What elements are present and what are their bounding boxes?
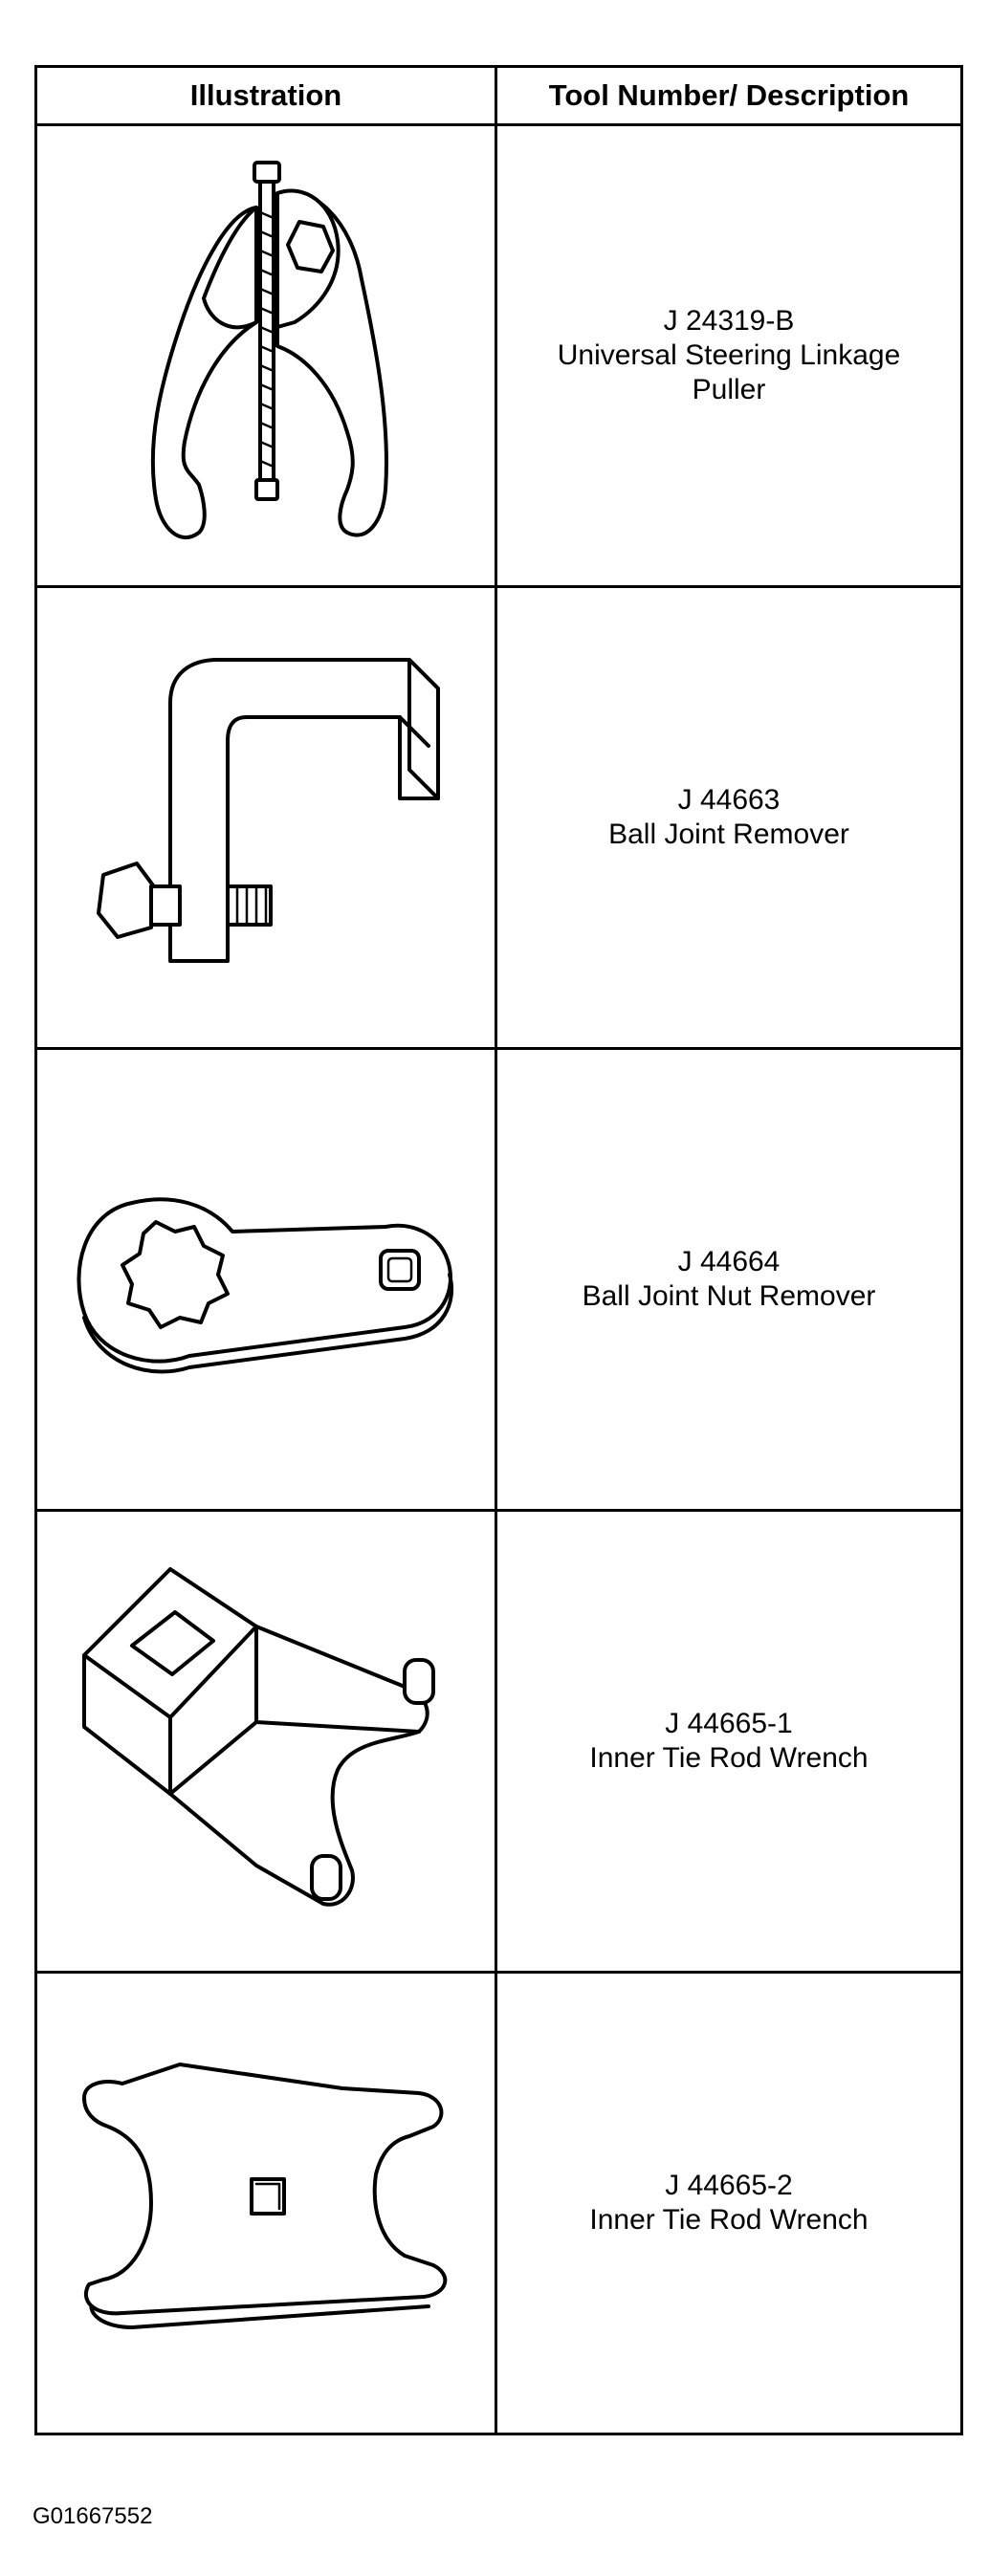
illustration-cell (34, 123, 497, 588)
tool-name-line-1: Universal Steering Linkage (557, 339, 901, 371)
table-row: J 44665-1 Inner Tie Rod Wrench (34, 1509, 963, 1974)
tool-name-line-1: Inner Tie Rod Wrench (589, 1742, 869, 1774)
tool-name-line-1: Inner Tie Rod Wrench (589, 2204, 869, 2236)
tool-number: J 44665-2 (665, 2170, 793, 2201)
inner-tie-rod-wrench-2-icon (82, 2063, 448, 2329)
description-cell: J 44665-2 Inner Tie Rod Wrench (495, 1971, 963, 2435)
tool-number: J 44663 (677, 784, 781, 816)
tool-description: J 44664 Ball Joint Nut Remover (497, 1245, 960, 1314)
special-tools-table: Illustration Tool Number/ Description (34, 65, 963, 2435)
table-row: J 24319-B Universal Steering Linkage Pul… (34, 123, 963, 588)
description-cell: J 44665-1 Inner Tie Rod Wrench (495, 1509, 963, 1974)
tool-number: J 24319-B (663, 305, 795, 337)
figure-code: G01667552 (33, 2503, 153, 2529)
table-row: J 44663 Ball Joint Remover (34, 585, 963, 1050)
header-tool-description: Tool Number/ Description (495, 65, 963, 126)
table-row: J 44664 Ball Joint Nut Remover (34, 1047, 963, 1512)
illustration-cell (34, 585, 497, 1050)
tool-description: J 44663 Ball Joint Remover (497, 783, 960, 852)
tool-description: J 44665-1 Inner Tie Rod Wrench (497, 1707, 960, 1776)
description-cell: J 44664 Ball Joint Nut Remover (495, 1047, 963, 1512)
tool-number: J 44664 (677, 1246, 781, 1277)
ball-joint-remover-icon (97, 658, 440, 963)
tool-name-line-1: Ball Joint Remover (608, 819, 849, 850)
ball-joint-nut-remover-icon (77, 1197, 454, 1374)
inner-tie-rod-wrench-icon (82, 1567, 435, 1907)
description-cell: J 44663 Ball Joint Remover (495, 585, 963, 1050)
tool-name-line-1: Ball Joint Nut Remover (582, 1280, 876, 1312)
tool-number: J 44665-1 (665, 1708, 793, 1739)
illustration-cell (34, 1971, 497, 2435)
table-header-row: Illustration Tool Number/ Description (34, 65, 963, 126)
description-cell: J 24319-B Universal Steering Linkage Pul… (495, 123, 963, 588)
tool-description: J 24319-B Universal Steering Linkage Pul… (497, 304, 960, 407)
illustration-cell (34, 1509, 497, 1974)
steering-linkage-puller-icon (150, 161, 388, 539)
tool-name-line-2: Puller (692, 374, 766, 405)
tool-description: J 44665-2 Inner Tie Rod Wrench (497, 2169, 960, 2238)
illustration-cell (34, 1047, 497, 1512)
table-row: J 44665-2 Inner Tie Rod Wrench (34, 1971, 963, 2435)
header-illustration: Illustration (34, 65, 497, 126)
